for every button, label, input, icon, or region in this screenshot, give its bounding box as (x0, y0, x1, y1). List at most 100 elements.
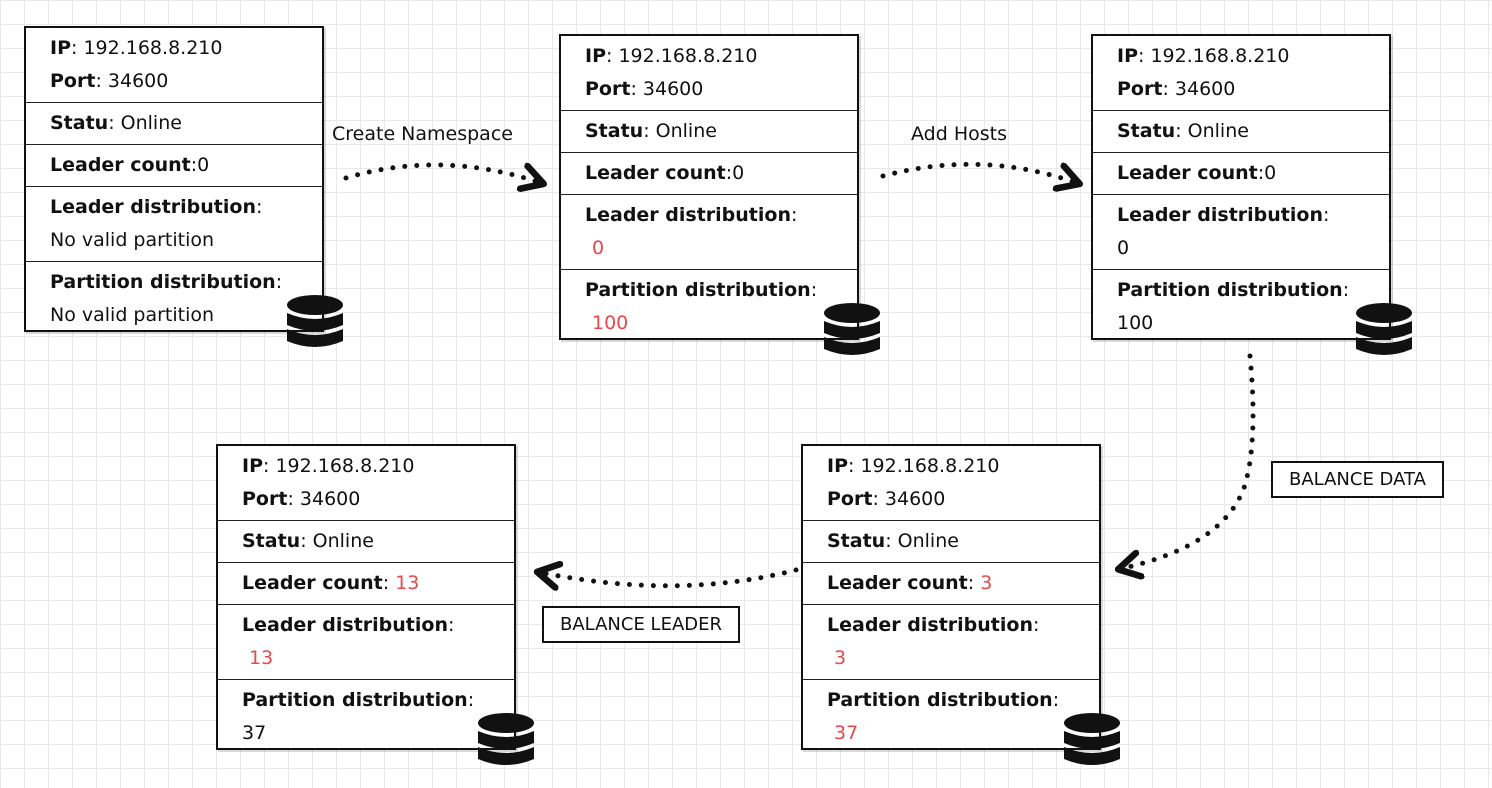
leader-count-section: Leader count:0 (1093, 153, 1389, 195)
leader-count-value: 0 (1264, 162, 1277, 184)
database-icon (287, 295, 343, 347)
arrow-balance-leader (543, 570, 799, 586)
arrow-create-namespace (343, 162, 538, 182)
partition-distribution-section: Partition distribution: No valid partiti… (26, 262, 322, 336)
status-section: Statu: Online (561, 111, 857, 153)
leader-distribution-value: 0 (1117, 237, 1130, 259)
status-section: Statu: Online (26, 103, 322, 145)
leader-distribution-section: Leader distribution: 0 (1093, 195, 1389, 270)
status-key: Statu (827, 530, 886, 552)
node-card-after-add-hosts: IP: 192.168.8.210 Port: 34600 Statu: Onl… (1091, 34, 1391, 340)
partition-distribution-section: Partition distribution: 100 (1093, 270, 1389, 344)
ip-value: 192.168.8.210 (275, 455, 415, 477)
port-value: 34600 (107, 70, 169, 92)
arrow-add-hosts (880, 161, 1074, 182)
ip-value: 192.168.8.210 (83, 37, 223, 59)
node-card-initial: IP: 192.168.8.210 Port: 34600 Statu: Onl… (24, 26, 324, 332)
status-key: Statu (1117, 120, 1176, 142)
address-section: IP: 192.168.8.210 Port: 34600 (803, 446, 1099, 521)
leader-count-key: Leader count (242, 572, 383, 594)
port-key: Port (242, 488, 288, 510)
node-card-after-create-namespace: IP: 192.168.8.210 Port: 34600 Statu: Onl… (559, 34, 859, 340)
address-section: IP: 192.168.8.210 Port: 34600 (561, 36, 857, 111)
ip-key: IP (827, 455, 848, 477)
leader-count-value: 3 (980, 572, 993, 594)
add-hosts-label: Add Hosts (911, 123, 1007, 145)
leader-count-value: 0 (197, 154, 210, 176)
port-value: 34600 (1174, 78, 1236, 100)
node-card-after-balance-leader: IP: 192.168.8.210 Port: 34600 Statu: Onl… (216, 444, 516, 750)
address-section: IP: 192.168.8.210 Port: 34600 (1093, 36, 1389, 111)
port-value: 34600 (642, 78, 704, 100)
port-key: Port (1117, 78, 1163, 100)
leader-count-section: Leader count: 13 (218, 563, 514, 605)
partition-distribution-key: Partition distribution (1117, 279, 1343, 301)
leader-distribution-section: Leader distribution: 13 (218, 605, 514, 680)
status-value: Online (655, 120, 717, 142)
leader-distribution-key: Leader distribution (50, 196, 256, 218)
leader-distribution-key: Leader distribution (1117, 204, 1323, 226)
leader-distribution-key: Leader distribution (242, 614, 448, 636)
port-key: Port (585, 78, 631, 100)
leader-count-key: Leader count (50, 154, 191, 176)
ip-value: 192.168.8.210 (1150, 45, 1290, 67)
status-value: Online (1187, 120, 1249, 142)
database-icon (1356, 303, 1412, 355)
status-value: Online (897, 530, 959, 552)
partition-distribution-key: Partition distribution (242, 689, 468, 711)
partition-distribution-key: Partition distribution (585, 279, 811, 301)
leader-count-value: 0 (732, 162, 745, 184)
partition-distribution-key: Partition distribution (50, 271, 276, 293)
ip-value: 192.168.8.210 (618, 45, 758, 67)
partition-distribution-value: 100 (1117, 312, 1154, 334)
leader-distribution-section: Leader distribution: 0 (561, 195, 857, 270)
leader-count-section: Leader count:0 (26, 145, 322, 187)
partition-distribution-section: Partition distribution: 37 (218, 680, 514, 754)
status-value: Online (312, 530, 374, 552)
ip-value: 192.168.8.210 (860, 455, 1000, 477)
port-value: 34600 (299, 488, 361, 510)
status-key: Statu (585, 120, 644, 142)
leader-distribution-section: Leader distribution: 3 (803, 605, 1099, 680)
address-section: IP: 192.168.8.210 Port: 34600 (218, 446, 514, 521)
database-icon (824, 303, 880, 355)
port-key: Port (827, 488, 873, 510)
status-key: Statu (50, 112, 109, 134)
node-card-after-balance-data: IP: 192.168.8.210 Port: 34600 Statu: Onl… (801, 444, 1101, 750)
status-key: Statu (242, 530, 301, 552)
leader-distribution-key: Leader distribution (827, 614, 1033, 636)
address-section: IP: 192.168.8.210 Port: 34600 (26, 28, 322, 103)
leader-distribution-value: 0 (592, 237, 605, 259)
partition-distribution-section: Partition distribution: 37 (803, 680, 1099, 754)
leader-count-key: Leader count (827, 572, 968, 594)
arrow-balance-data (1124, 353, 1256, 568)
leader-distribution-section: Leader distribution: No valid partition (26, 187, 322, 262)
partition-distribution-section: Partition distribution: 100 (561, 270, 857, 344)
port-value: 34600 (884, 488, 946, 510)
partition-distribution-value: No valid partition (50, 304, 215, 326)
leader-distribution-value: 13 (249, 647, 274, 669)
status-section: Statu: Online (218, 521, 514, 563)
partition-distribution-value: 100 (592, 312, 629, 334)
partition-distribution-value: 37 (834, 722, 859, 744)
ip-key: IP (1117, 45, 1138, 67)
balance-leader-label: BALANCE LEADER (542, 606, 740, 643)
leader-distribution-key: Leader distribution (585, 204, 791, 226)
create-namespace-label: Create Namespace (332, 123, 513, 145)
leader-distribution-value: No valid partition (50, 229, 215, 251)
status-section: Statu: Online (1093, 111, 1389, 153)
ip-key: IP (242, 455, 263, 477)
leader-count-key: Leader count (1117, 162, 1258, 184)
leader-distribution-value: 3 (834, 647, 847, 669)
port-key: Port (50, 70, 96, 92)
status-section: Statu: Online (803, 521, 1099, 563)
database-icon (1064, 713, 1120, 765)
partition-distribution-key: Partition distribution (827, 689, 1053, 711)
balance-data-label: BALANCE DATA (1271, 461, 1444, 498)
leader-count-value: 13 (395, 572, 420, 594)
ip-key: IP (50, 37, 71, 59)
status-value: Online (120, 112, 182, 134)
database-icon (478, 713, 534, 765)
partition-distribution-value: 37 (242, 722, 267, 744)
